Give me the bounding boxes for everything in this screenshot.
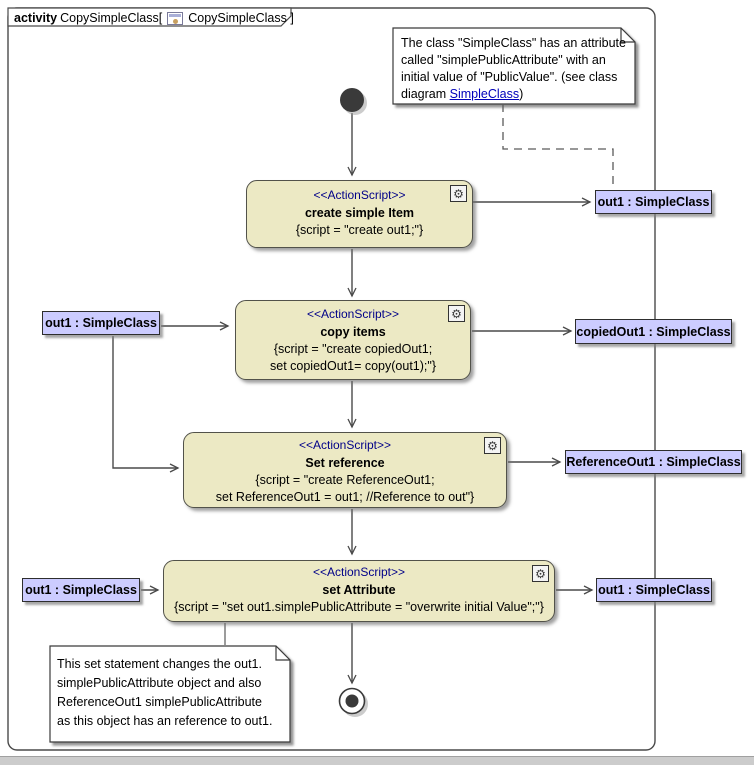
gear-icon: ⚙: [450, 185, 467, 202]
stereotype-label: <<ActionScript>>: [306, 307, 400, 321]
note-line: simplePublicAttribute object and also: [57, 676, 262, 690]
action-set-reference: <<ActionScript>> Set reference {script =…: [183, 432, 507, 508]
action-script-line1: {script = "create ReferenceOut1;: [255, 473, 435, 487]
action-name: create simple Item: [304, 206, 415, 220]
note-top: The class "SimpleClass" has an attribute…: [401, 35, 629, 103]
action-script-line2: set copiedOut1= copy(out1);"}: [270, 359, 436, 373]
stereotype-label: <<ActionScript>>: [298, 438, 392, 452]
flow-out1-to-setref: [112, 336, 180, 473]
action-name: copy items: [320, 325, 386, 339]
frame-title-tab: [7, 7, 292, 27]
note-line: This set statement changes the out1.: [57, 657, 262, 671]
action-script: {script = "set out1.simplePublicAttribut…: [174, 600, 544, 614]
action-script: {script = "create out1;"}: [295, 223, 424, 237]
action-create-simple-item: <<ActionScript>> create simple Item {scr…: [246, 180, 473, 248]
object-node-out1-right: out1 : SimpleClass: [595, 190, 712, 214]
note-line: as this object has an reference to out1.: [57, 714, 273, 728]
horizontal-scrollbar[interactable]: [0, 756, 754, 765]
note-line: called "simplePublicAttribute" with an: [401, 53, 606, 67]
action-script-line2: set ReferenceOut1 = out1; //Reference to…: [215, 490, 475, 504]
note-top-shape: [392, 27, 636, 105]
gear-icon: ⚙: [448, 305, 465, 322]
note-line-prefix: diagram: [401, 87, 450, 101]
stereotype-label: <<ActionScript>>: [313, 188, 406, 202]
activity-frame-border: [7, 7, 656, 751]
object-node-out1-right2: out1 : SimpleClass: [596, 578, 712, 602]
note-anchor-dashed: [502, 104, 614, 189]
note-bottom: This set statement changes the out1. sim…: [57, 655, 285, 731]
object-node-out1-left2: out1 : SimpleClass: [22, 578, 140, 602]
frame-title: activity CopySimpleClass[ CopySimpleClas…: [14, 11, 294, 25]
note-bottom-shape: [49, 645, 291, 743]
gear-icon: ⚙: [484, 437, 501, 454]
frame-diagram-name: CopySimpleClass ]: [188, 11, 294, 25]
gear-icon: ⚙: [532, 565, 549, 582]
note-line: ReferenceOut1 simplePublicAttribute: [57, 695, 262, 709]
action-copy-items: <<ActionScript>> copy items {script = "c…: [235, 300, 471, 380]
simpleclass-link[interactable]: SimpleClass: [449, 87, 520, 101]
object-node-out1-left: out1 : SimpleClass: [42, 311, 160, 335]
action-name: Set reference: [305, 456, 385, 470]
frame-activity-name: CopySimpleClass[: [60, 11, 163, 25]
control-flow-edges: [112, 113, 594, 685]
object-node-copiedout1: copiedOut1 : SimpleClass: [575, 319, 732, 344]
action-script-line1: {script = "create copiedOut1;: [273, 342, 433, 356]
action-name: set Attribute: [322, 583, 396, 597]
note-line: The class "SimpleClass" has an attribute: [401, 36, 626, 50]
frame-kind-label: activity: [14, 11, 58, 25]
action-set-attribute: <<ActionScript>> set Attribute {script =…: [163, 560, 555, 622]
note-line: diagram SimpleClass): [401, 86, 629, 103]
note-line: initial value of "PublicValue". (see cla…: [401, 70, 618, 84]
final-node-dot: [345, 694, 359, 708]
initial-node: [340, 88, 364, 112]
stereotype-label: <<ActionScript>>: [312, 565, 406, 579]
note-line-suffix: ): [519, 87, 524, 101]
activity-diagram-icon: [167, 11, 184, 25]
object-node-referenceout1: ReferenceOut1 : SimpleClass: [565, 450, 742, 474]
